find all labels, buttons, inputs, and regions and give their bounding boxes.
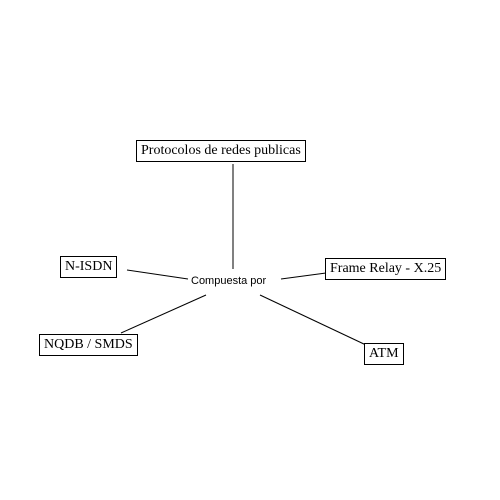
link-connector-to-n-isdn (126, 269, 189, 280)
node-n-isdn: N-ISDN (60, 256, 118, 278)
link-connector-to-atm (259, 294, 367, 346)
node-nqdb-smds: NQDB / SMDS (39, 334, 138, 356)
link-connector-to-nqdb-smds (120, 294, 207, 334)
link-connector-to-frame-relay (280, 272, 327, 280)
node-frame-relay-x25: Frame Relay - X.25 (325, 258, 447, 280)
node-atm: ATM (364, 343, 404, 365)
connector-label: Compuesta por (191, 275, 267, 287)
node-root-protocolos: Protocolos de redes publicas (136, 140, 306, 162)
